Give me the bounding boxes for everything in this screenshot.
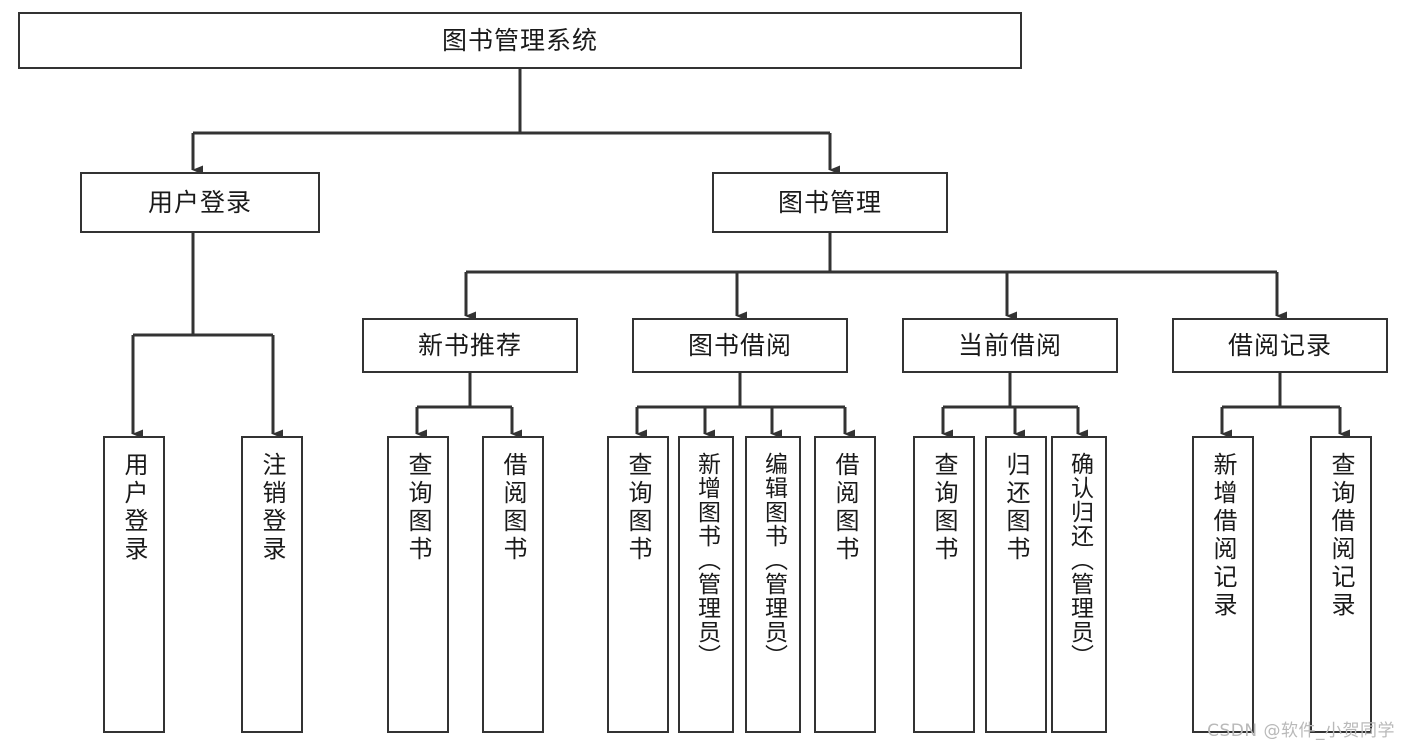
node-label: 新增图书（管理员） xyxy=(693,452,720,668)
node-label: 借阅图书 xyxy=(499,452,527,564)
node-leaf-borrow-book-recommend[interactable]: 借阅图书 xyxy=(482,436,544,733)
node-label: 新书推荐 xyxy=(417,330,522,360)
node-label: 当前借阅 xyxy=(957,330,1062,360)
node-label: 图书借阅 xyxy=(687,330,792,360)
node-label: 图书管理 xyxy=(777,187,882,217)
node-leaf-query-book-recommend[interactable]: 查询图书 xyxy=(387,436,449,733)
node-label: 借阅记录 xyxy=(1227,330,1332,360)
node-label: 查询图书 xyxy=(624,452,652,564)
node-leaf-query-borrow-record[interactable]: 查询借阅记录 xyxy=(1310,436,1372,733)
node-label: 归还图书 xyxy=(1002,452,1030,564)
node-new-book-recommend[interactable]: 新书推荐 xyxy=(362,318,578,373)
node-label: 新增借阅记录 xyxy=(1209,452,1237,620)
csdn-watermark: CSDN @软件_小贺同学 xyxy=(1207,721,1395,741)
node-leaf-query-book-borrow[interactable]: 查询图书 xyxy=(607,436,669,733)
node-leaf-borrow-book[interactable]: 借阅图书 xyxy=(814,436,876,733)
node-leaf-confirm-return-admin[interactable]: 确认归还（管理员） xyxy=(1051,436,1107,733)
node-label: 借阅图书 xyxy=(831,452,859,564)
connector-group xyxy=(131,69,1350,439)
node-label: 编辑图书（管理员） xyxy=(760,452,787,668)
node-book-borrow[interactable]: 图书借阅 xyxy=(632,318,848,373)
node-leaf-add-book-admin[interactable]: 新增图书（管理员） xyxy=(678,436,734,733)
node-leaf-user-login[interactable]: 用户登录 xyxy=(103,436,165,733)
node-leaf-add-borrow-record[interactable]: 新增借阅记录 xyxy=(1192,436,1254,733)
node-label: 图书管理系统 xyxy=(441,25,598,55)
node-user-login[interactable]: 用户登录 xyxy=(80,172,320,233)
node-book-management[interactable]: 图书管理 xyxy=(712,172,948,233)
node-borrow-record[interactable]: 借阅记录 xyxy=(1172,318,1388,373)
node-leaf-query-book-current[interactable]: 查询图书 xyxy=(913,436,975,733)
node-leaf-edit-book-admin[interactable]: 编辑图书（管理员） xyxy=(745,436,801,733)
node-label: 注销登录 xyxy=(258,452,286,564)
node-leaf-return-book[interactable]: 归还图书 xyxy=(985,436,1047,733)
node-current-borrow[interactable]: 当前借阅 xyxy=(902,318,1118,373)
node-leaf-logout[interactable]: 注销登录 xyxy=(241,436,303,733)
node-label: 查询图书 xyxy=(404,452,432,564)
node-label: 用户登录 xyxy=(147,187,252,217)
node-label: 查询借阅记录 xyxy=(1327,452,1355,620)
node-label: 确认归还（管理员） xyxy=(1066,452,1093,668)
node-root-book-management-system[interactable]: 图书管理系统 xyxy=(18,12,1022,69)
node-label: 用户登录 xyxy=(120,452,148,564)
node-label: 查询图书 xyxy=(930,452,958,564)
